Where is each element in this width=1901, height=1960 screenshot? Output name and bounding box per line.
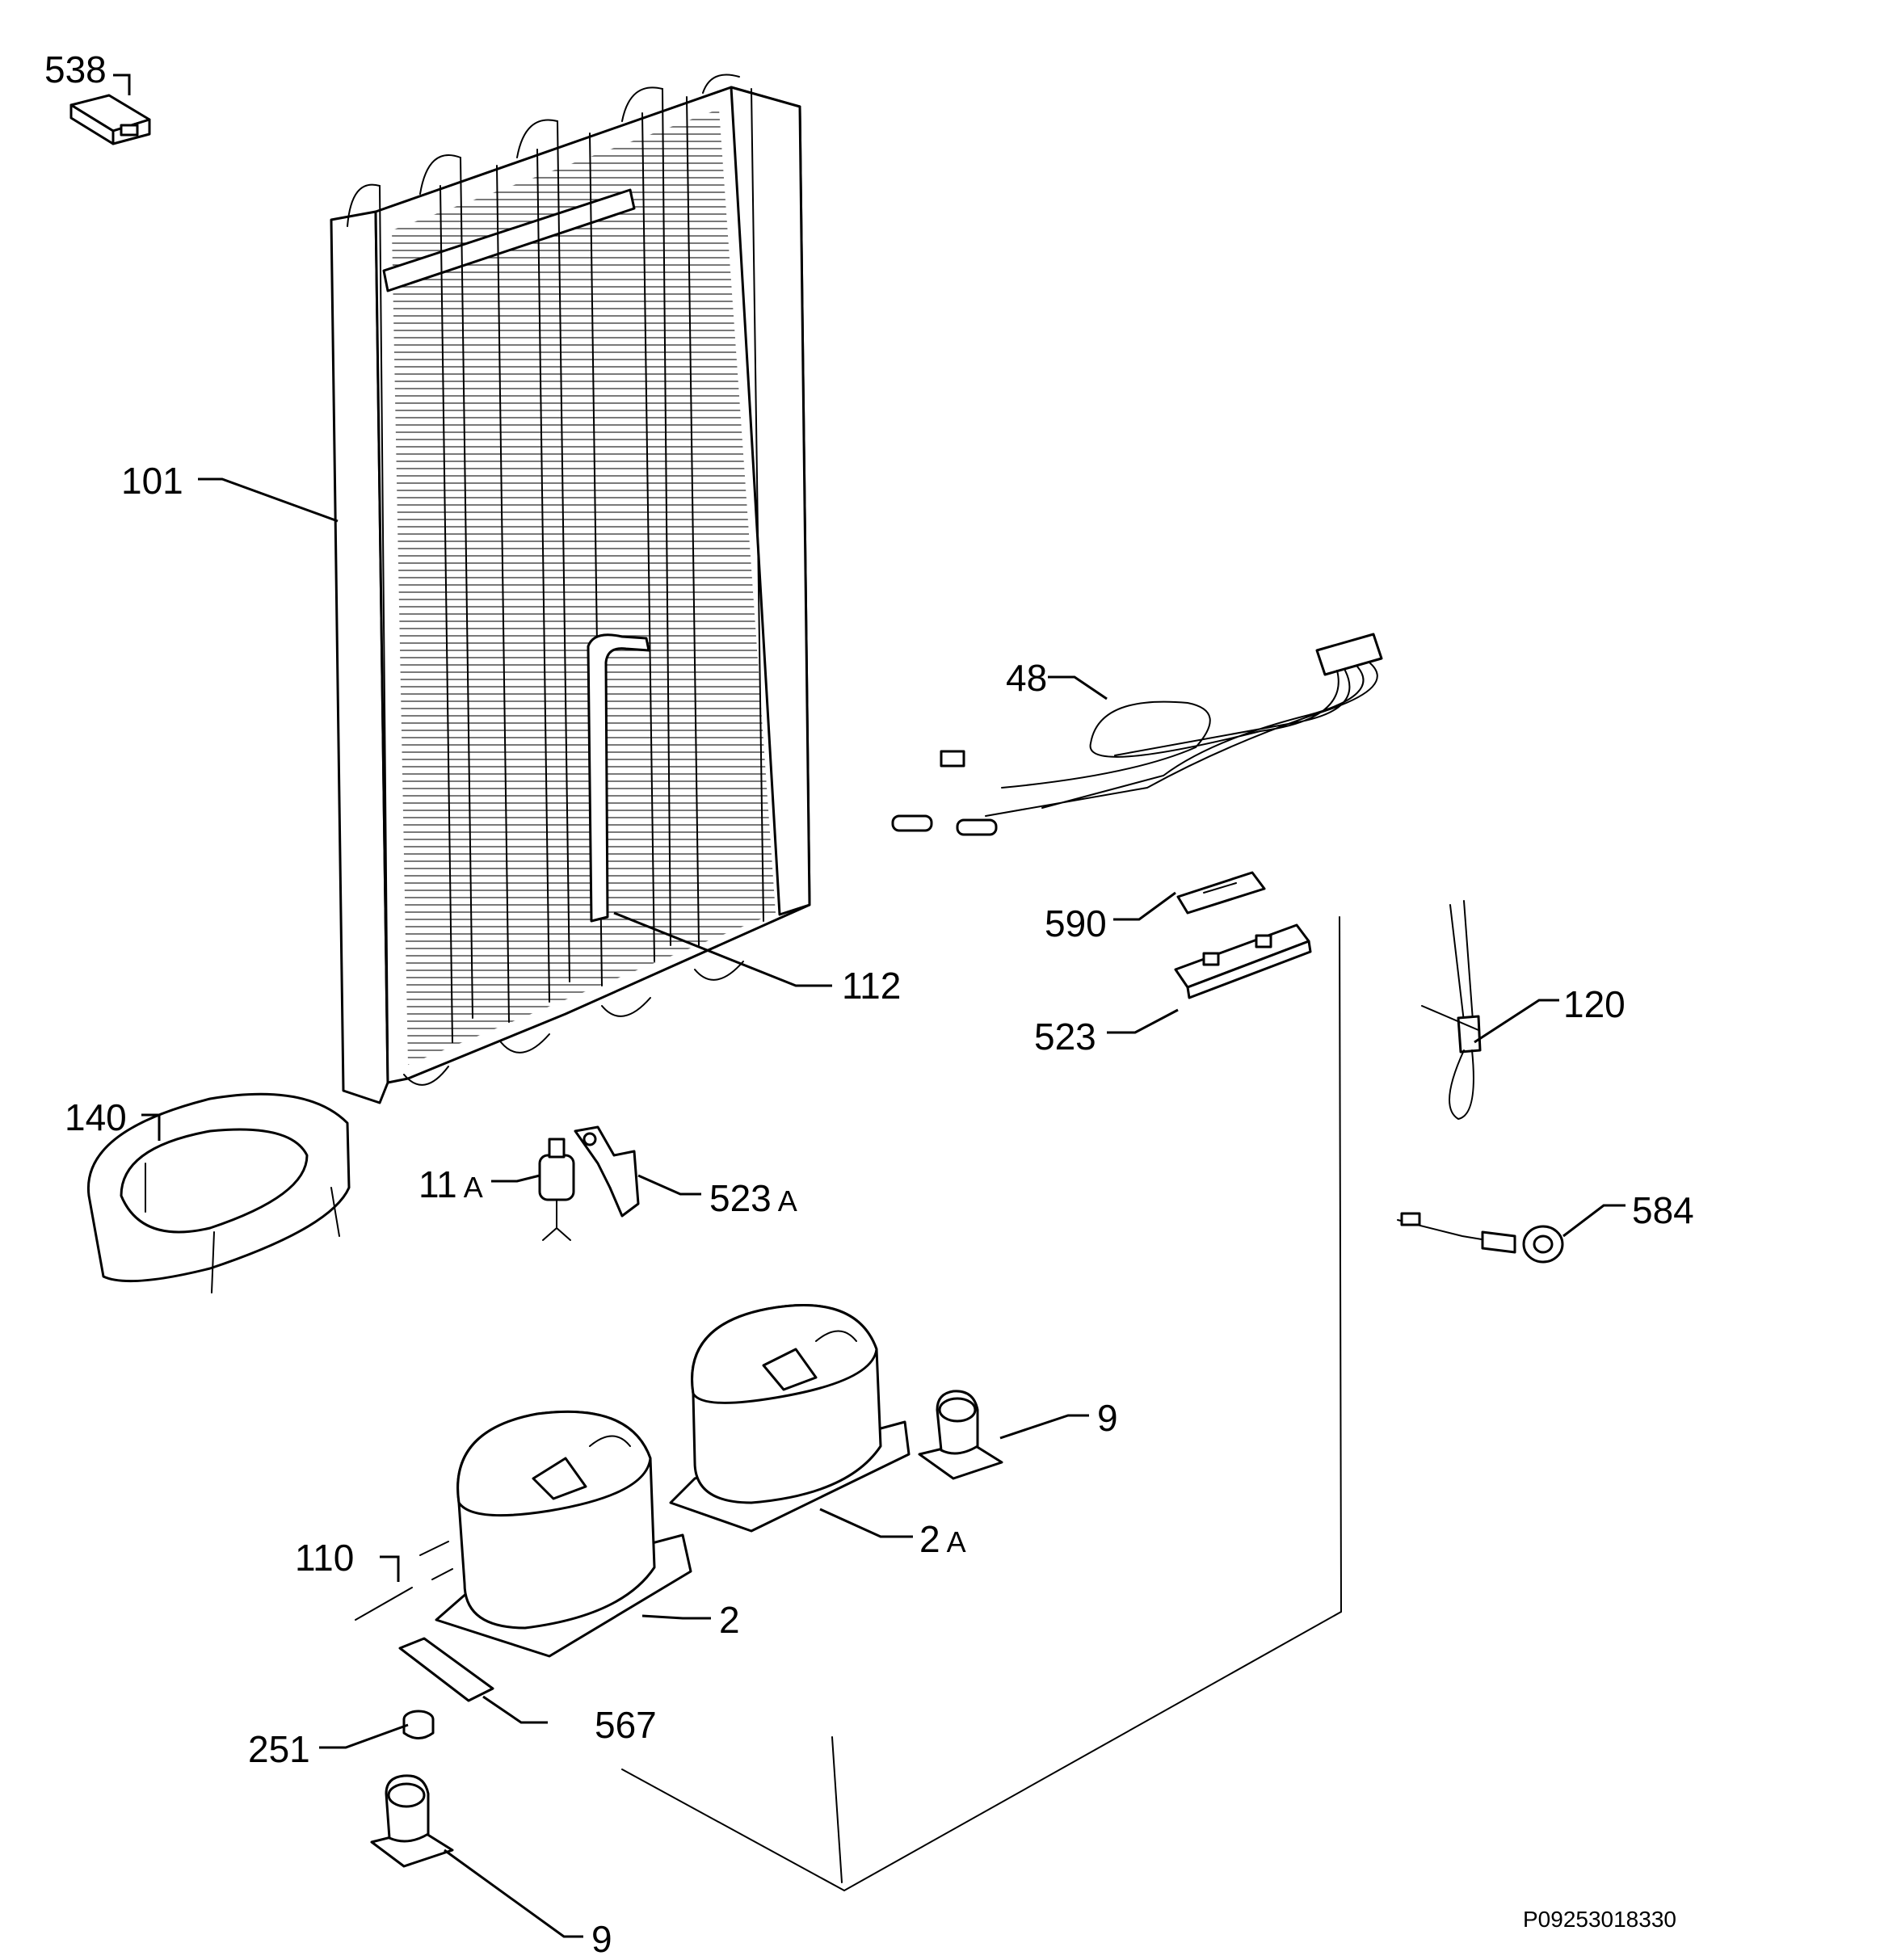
part-48-wiring-harness — [891, 633, 1383, 836]
part-2a-compressor — [669, 1304, 911, 1533]
label-112: 112 — [842, 965, 902, 1007]
label-523: 523 — [1034, 1016, 1096, 1058]
label-101: 101 — [121, 460, 183, 502]
label-538: 538 — [44, 48, 107, 90]
label-584: 584 — [1632, 1189, 1694, 1231]
label-48: 48 — [1006, 657, 1048, 699]
part-9-grommet-upper — [918, 1390, 1003, 1480]
part-112-drain-tube — [587, 633, 650, 923]
cabinet-outline — [621, 916, 1343, 1892]
label-140: 140 — [65, 1096, 127, 1138]
label-9-lower: 9 — [591, 1918, 612, 1960]
label-2: 2 — [719, 1599, 740, 1641]
label-9-upper: 9 — [1097, 1397, 1118, 1439]
part-9-grommet-lower — [370, 1774, 454, 1868]
label-120: 120 — [1563, 983, 1626, 1025]
label-251: 251 — [248, 1728, 310, 1770]
part-2-compressor — [435, 1410, 692, 1658]
label-590: 590 — [1045, 902, 1107, 944]
part-140-drip-tray — [86, 1092, 351, 1293]
leader-lines — [113, 74, 1626, 1938]
part-567-plate — [398, 1637, 494, 1702]
part-584-lamp-holder — [1397, 1212, 1564, 1264]
part-11a-valve — [538, 1138, 575, 1241]
part-251-nut — [402, 1710, 435, 1739]
label-110: 110 — [295, 1537, 355, 1579]
part-538-connector — [69, 94, 151, 145]
part-523a-bracket — [574, 1125, 640, 1218]
part-523-control-board — [1174, 923, 1312, 999]
part-101-condenser — [330, 74, 811, 1104]
drawing-code: P09253018330 — [1523, 1907, 1676, 1932]
part-120-sensor-probe — [1421, 900, 1482, 1121]
part-590-cover — [1176, 871, 1266, 915]
label-567: 567 — [595, 1704, 657, 1746]
part-110-pins — [355, 1541, 453, 1621]
